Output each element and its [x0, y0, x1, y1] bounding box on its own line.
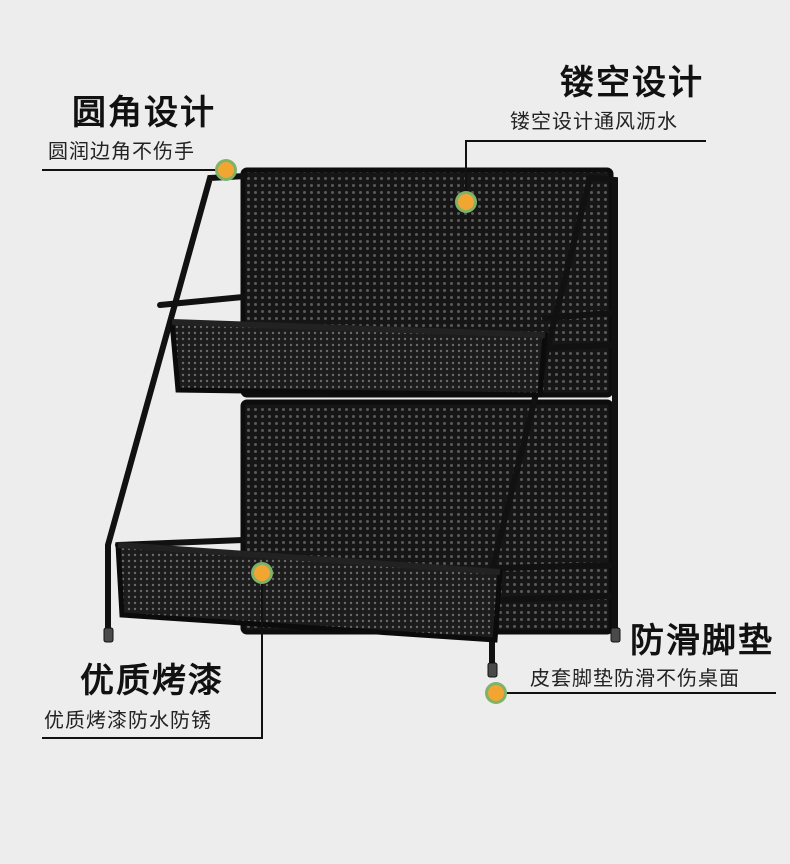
- upper-tray: [169, 319, 548, 398]
- feature-subtitle-paint: 优质烤漆防水防锈: [44, 708, 212, 732]
- feature-title-paint: 优质烤漆: [80, 661, 224, 701]
- feature-title-rounded: 圆角设计: [72, 93, 216, 133]
- feature-title-pads: 防滑脚垫: [630, 621, 774, 661]
- feature-title-hollow: 镂空设计: [560, 63, 704, 103]
- feature-subtitle-rounded: 圆润边角不伤手: [48, 139, 195, 163]
- lower-tray: [115, 542, 503, 643]
- foot-pads: [103, 627, 621, 678]
- marker-paint: [251, 562, 273, 584]
- marker-hollow: [455, 191, 477, 213]
- marker-foot-pad: [485, 682, 507, 704]
- callout-lines: [42, 140, 776, 739]
- marker-rounded-corner: [215, 159, 237, 181]
- feature-subtitle-pads: 皮套脚垫防滑不伤桌面: [530, 666, 740, 690]
- feature-subtitle-hollow: 镂空设计通风沥水: [510, 109, 678, 133]
